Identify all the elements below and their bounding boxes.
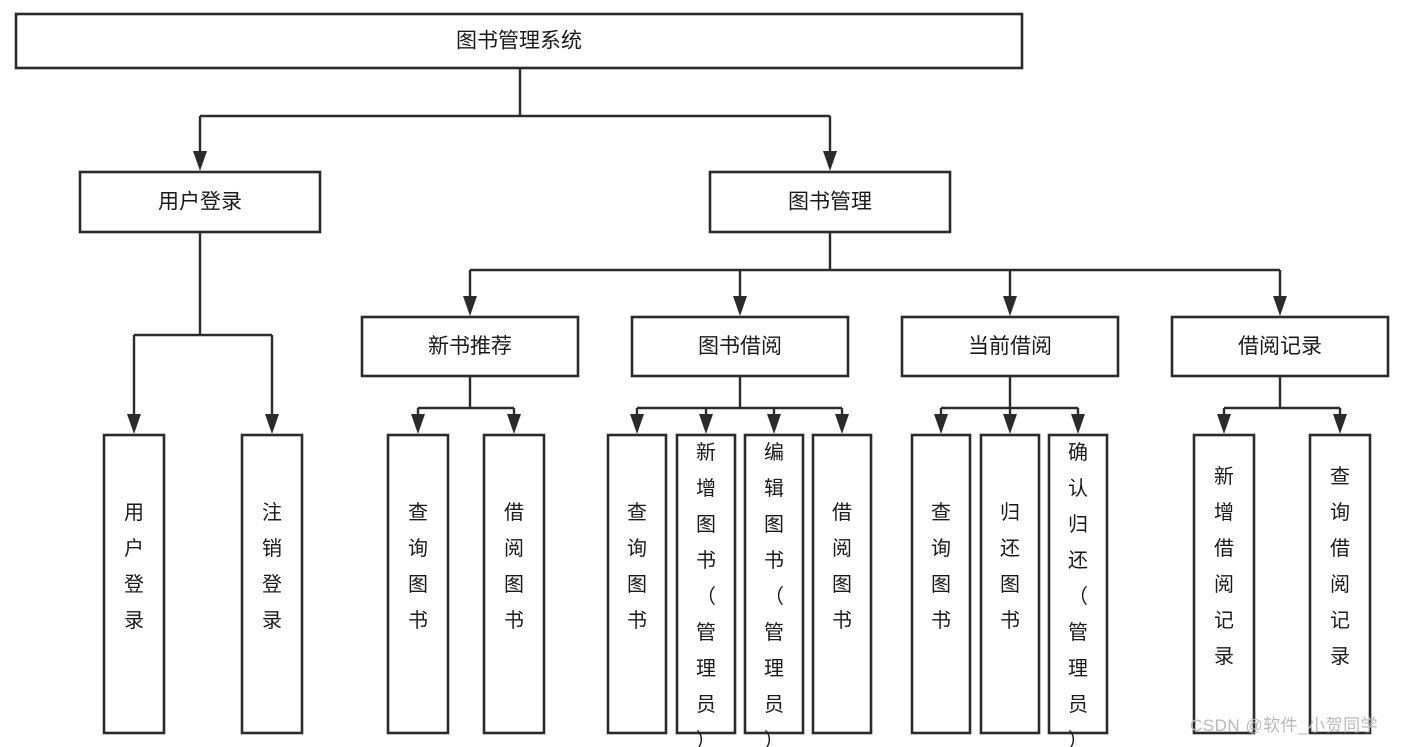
leaf-query-book-cur-box[interactable]: [910, 433, 972, 735]
arrow-head-icon: [411, 414, 425, 434]
arrow-head-icon: [835, 414, 849, 434]
root-box[interactable]: [14, 12, 1024, 70]
node-leaf-user-logout[interactable]: 注销登录: [240, 433, 304, 735]
leaf-return-book-box[interactable]: [979, 433, 1041, 735]
leaf-add-record-box[interactable]: [1192, 433, 1256, 735]
arrow-head-icon: [733, 296, 747, 316]
user-login-box[interactable]: [78, 170, 322, 234]
arrow-head-icon: [767, 414, 781, 434]
borrow-record-box[interactable]: [1170, 315, 1390, 378]
leaf-query-record-label: 查询借阅记录: [1330, 465, 1350, 668]
leaf-confirm-return-box[interactable]: [1047, 433, 1109, 735]
node-layer: 图书管理系统用户登录图书管理新书推荐图书借阅当前借阅借阅记录用户登录注销登录查询…: [14, 12, 1390, 747]
borrow-record-label: 借阅记录: [1238, 335, 1322, 358]
leaf-query-record-box[interactable]: [1308, 433, 1372, 735]
leaf-borrow-book-label: 借阅图书: [832, 501, 852, 632]
node-leaf-query-book-cur[interactable]: 查询图书: [910, 433, 972, 735]
arrow-head-icon: [1217, 414, 1231, 434]
node-leaf-query-book-rec[interactable]: 查询图书: [386, 433, 450, 735]
leaf-confirm-return-label: 确认归还（管理员）: [1068, 441, 1088, 747]
leaf-add-record-label: 新增借阅记录: [1214, 465, 1234, 668]
arrow-head-icon: [193, 151, 207, 171]
leaf-edit-book-label: 编辑图书（管理员）: [764, 441, 784, 747]
node-user-login[interactable]: 用户登录: [78, 170, 322, 234]
leaf-add-book-box[interactable]: [675, 433, 737, 735]
book-management-box[interactable]: [708, 170, 952, 234]
leaf-query-book-rec-label: 查询图书: [408, 501, 428, 632]
leaf-user-logout-box[interactable]: [240, 433, 304, 735]
root-label: 图书管理系统: [456, 30, 582, 53]
node-leaf-query-book-borrow[interactable]: 查询图书: [606, 433, 668, 735]
arrow-head-icon: [1003, 414, 1017, 434]
arrow-head-icon: [507, 414, 521, 434]
arrow-head-icon: [1333, 414, 1347, 434]
node-leaf-add-book[interactable]: 新增图书（管理员）: [675, 433, 737, 747]
leaf-borrow-book-rec-box[interactable]: [482, 433, 546, 735]
new-book-recommend-box[interactable]: [360, 315, 580, 378]
leaf-query-book-cur-label: 查询图书: [931, 501, 951, 632]
leaf-edit-book-box[interactable]: [743, 433, 805, 735]
node-book-management[interactable]: 图书管理: [708, 170, 952, 234]
arrow-head-icon: [1273, 296, 1287, 316]
csdn-watermark: CSDN @软件_小贺同学: [1190, 716, 1378, 735]
book-management-label: 图书管理: [788, 191, 872, 214]
arrow-head-icon: [463, 296, 477, 316]
leaf-user-login-box[interactable]: [102, 433, 166, 735]
arrow-head-icon: [1003, 296, 1017, 316]
leaf-add-book-label: 新增图书（管理员）: [696, 441, 716, 747]
book-borrow-label: 图书借阅: [698, 335, 782, 358]
node-current-borrow[interactable]: 当前借阅: [900, 315, 1120, 378]
leaf-query-book-borrow-box[interactable]: [606, 433, 668, 735]
leaf-return-book-label: 归还图书: [1000, 501, 1020, 632]
arrow-head-icon: [1071, 414, 1085, 434]
arrow-head-icon: [823, 151, 837, 171]
node-new-book-recommend[interactable]: 新书推荐: [360, 315, 580, 378]
leaf-borrow-book-rec-label: 借阅图书: [504, 501, 524, 632]
node-book-borrow[interactable]: 图书借阅: [630, 315, 850, 378]
book-borrow-box[interactable]: [630, 315, 850, 378]
user-login-label: 用户登录: [158, 191, 242, 214]
node-leaf-user-login[interactable]: 用户登录: [102, 433, 166, 735]
arrow-head-icon: [127, 414, 141, 434]
leaf-query-book-rec-box[interactable]: [386, 433, 450, 735]
node-leaf-confirm-return[interactable]: 确认归还（管理员）: [1047, 433, 1109, 747]
node-root[interactable]: 图书管理系统: [14, 12, 1024, 70]
new-book-recommend-label: 新书推荐: [428, 335, 512, 358]
leaf-user-logout-label: 注销登录: [262, 501, 282, 632]
arrow-head-icon: [265, 414, 279, 434]
node-leaf-add-record[interactable]: 新增借阅记录: [1192, 433, 1256, 735]
leaf-query-book-borrow-label: 查询图书: [627, 501, 647, 632]
connector-layer: [127, 68, 1347, 434]
leaf-user-login-label: 用户登录: [124, 502, 144, 632]
node-leaf-borrow-book[interactable]: 借阅图书: [811, 433, 873, 735]
arrow-head-icon: [630, 414, 644, 434]
current-borrow-box[interactable]: [900, 315, 1120, 378]
arrow-head-icon: [699, 414, 713, 434]
arrow-head-icon: [934, 414, 948, 434]
node-leaf-edit-book[interactable]: 编辑图书（管理员）: [743, 433, 805, 747]
node-leaf-return-book[interactable]: 归还图书: [979, 433, 1041, 735]
leaf-borrow-book-box[interactable]: [811, 433, 873, 735]
current-borrow-label: 当前借阅: [968, 335, 1052, 358]
node-leaf-query-record[interactable]: 查询借阅记录: [1308, 433, 1372, 735]
node-borrow-record[interactable]: 借阅记录: [1170, 315, 1390, 378]
node-leaf-borrow-book-rec[interactable]: 借阅图书: [482, 433, 546, 735]
